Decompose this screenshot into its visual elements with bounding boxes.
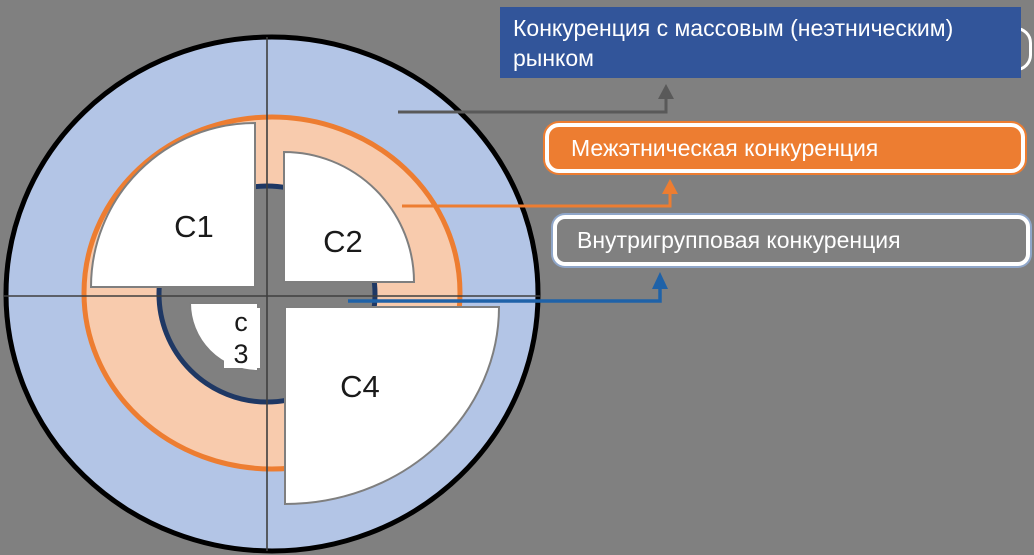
sector-c3-label-plate (224, 308, 260, 368)
intragroup-connector-line (348, 288, 662, 303)
sector-c1-label: C1 (174, 209, 214, 244)
sector-c3-label-line2: 3 (233, 339, 248, 369)
sector-c2 (283, 150, 416, 283)
legend-interethnic-label: Межэтническая конкуренция (571, 134, 879, 161)
mass-market-arrow-icon (658, 84, 674, 99)
legend-mass-market-label-line1: Конкуренция с массовым (неэтническим) (513, 15, 954, 41)
interethnic-arrow-icon (662, 179, 678, 194)
sector-c2-label: C2 (323, 224, 363, 259)
legend-interethnic-box: Межэтническая конкуренция (545, 123, 1025, 173)
intragroup-arrow-icon (652, 272, 668, 289)
interethnic-connector-line (402, 193, 672, 208)
sector-c1 (89, 121, 256, 288)
sector-c3-label-line1: c (234, 307, 248, 337)
legend-mass-market-box: Конкуренция с массовым (неэтническим) ры… (500, 7, 1021, 78)
mass-market-connector-line (398, 98, 668, 114)
sector-c4-label: C4 (340, 369, 380, 404)
legend-intragroup-box: Внутригрупповая конкуренция (553, 215, 1030, 266)
legend-intragroup-label: Внутригрупповая конкуренция (577, 227, 901, 253)
legend-mass-market-label-line2: рынком (513, 45, 594, 71)
sector-c4 (284, 306, 501, 506)
